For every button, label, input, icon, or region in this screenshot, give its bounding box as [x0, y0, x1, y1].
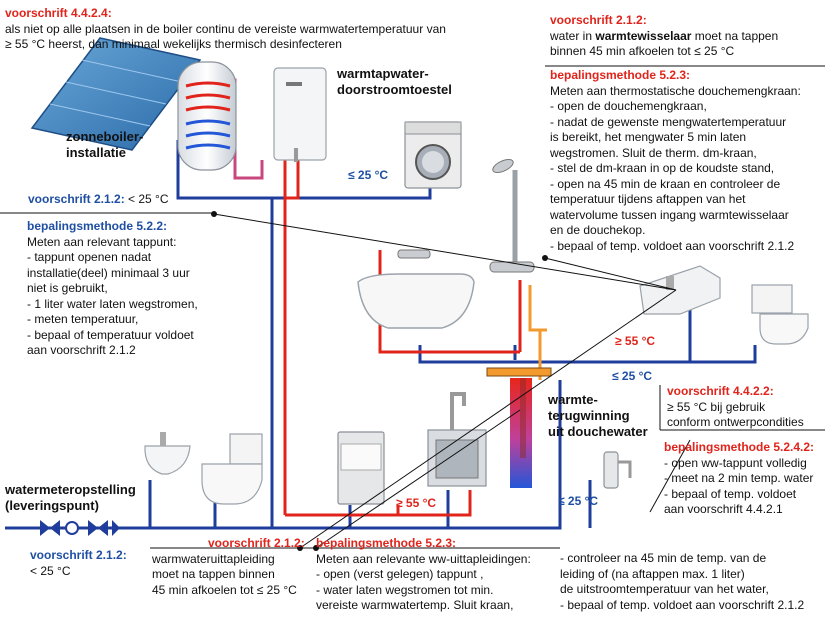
- heat-exchanger-rule: voorschrift 2.1.2: water in warmtewissel…: [550, 13, 779, 58]
- hot-tap-measurement-method: bepalingsmethode 5.2.4.2: - open ww-tapp…: [664, 440, 815, 516]
- combi-heater-icon: [273, 67, 327, 162]
- dishwasher-icon: [337, 431, 385, 505]
- temp-washer-pipe: ≤ 25 °C: [348, 168, 389, 182]
- tap-point-measurement-method: bepalingsmethode 5.2.2: Meten aan releva…: [27, 219, 198, 357]
- kitchen-sink-icon: [427, 392, 487, 487]
- temp-hot-pipe-bath: ≥ 55 °C: [615, 334, 656, 348]
- boiler-tank-icon: [177, 61, 237, 171]
- callout-lines: [213, 213, 691, 549]
- boiler-disinfection-rule: voorschrift 4.4.2.4: als niet op alle pl…: [5, 6, 446, 51]
- washing-machine-icon: [404, 121, 462, 189]
- bathtub-icon: [357, 249, 475, 329]
- heat-exchanger-icon: [486, 367, 552, 488]
- supply-point-rule: voorschrift 2.1.2: < 25 °C: [30, 548, 127, 578]
- shower-measurement-method: bepalingsmethode 5.2.3: Meten aan thermo…: [550, 68, 801, 253]
- hot-water-pipes: [283, 160, 522, 517]
- washbasin-icon: [144, 432, 191, 475]
- tap-point-rule: voorschrift 2.1.2: < 25 °C: [28, 192, 169, 206]
- flow-heater-label: warmtapwater-doorstroomtoestel: [337, 66, 452, 97]
- hot-water-temp-rule: voorschrift 4.4.2.2: ≥ 55 °C bij gebruik…: [667, 384, 804, 429]
- outlet-pipe-measurement-method-cont: - controleer na 45 min de temp. van de l…: [560, 551, 805, 612]
- hot-outlet-pipe-rule: voorschrift 2.1.2: warmwateruittapleidin…: [152, 536, 305, 597]
- toilet-icon: [751, 284, 809, 345]
- preheated-pipes: [528, 285, 547, 380]
- outlet-pipe-measurement-method: bepalingsmethode 5.2.3: Meten aan releva…: [316, 536, 531, 612]
- temp-cold-pipe-bottom: ≤ 25 °C: [558, 494, 599, 508]
- temp-cold-pipe-mid: ≤ 25 °C: [612, 369, 653, 383]
- tap-point-icon: [603, 451, 632, 489]
- shower-head-icon: [489, 159, 535, 273]
- toilet-icon: [201, 433, 263, 505]
- water-meter-icon: [40, 520, 120, 536]
- water-meter-label: watermeteropstelling(leveringspunt): [5, 482, 136, 513]
- solar-collector-icon: [30, 37, 202, 151]
- washbasin-icon: [639, 265, 721, 315]
- temp-hot-pipe-bottom: ≥ 55 °C: [396, 496, 437, 510]
- box-rules: [0, 65, 825, 549]
- solar-boiler-label: zonneboiler-installatie: [66, 129, 144, 160]
